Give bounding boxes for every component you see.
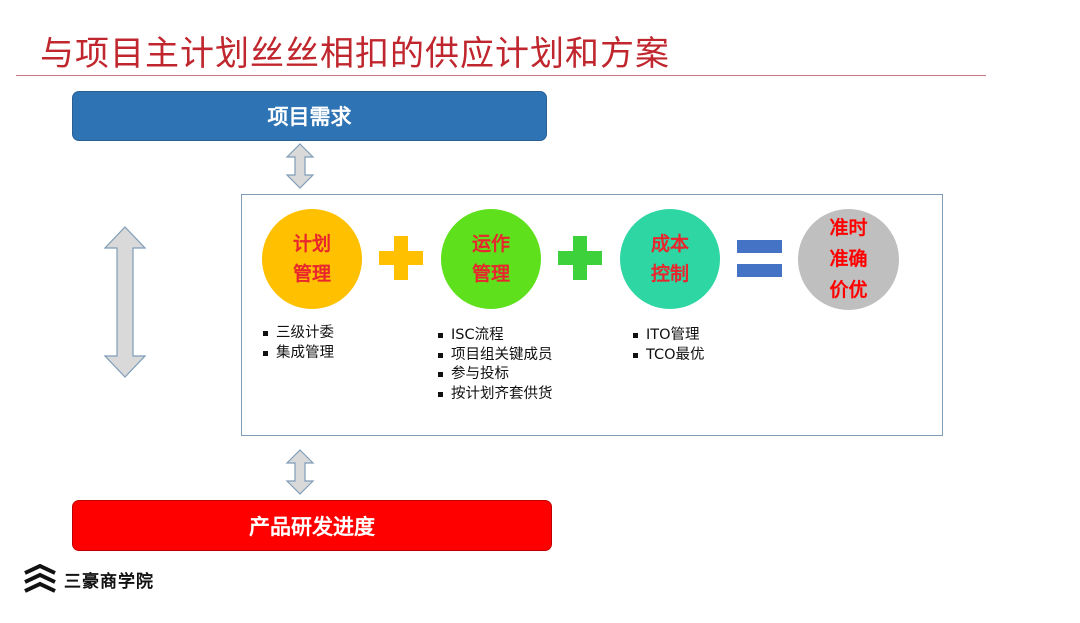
circle-text: 管理	[471, 263, 510, 285]
stacked-chevrons-icon	[24, 564, 56, 593]
brand-logo: 三豪商学院	[22, 564, 154, 594]
logo-text: 三豪商学院	[64, 571, 154, 592]
list-item: 集成管理	[263, 344, 334, 364]
equals-icon	[737, 240, 782, 277]
list-item: ITO管理	[633, 326, 705, 346]
circle-text: 准时	[829, 217, 868, 239]
plan-management-list: 三级计委 集成管理	[263, 324, 334, 363]
result-circle: 准时 准确 价优	[798, 209, 899, 310]
circle-text: 准确	[829, 248, 868, 270]
list-item: 三级计委	[263, 324, 334, 344]
plan-management-circle: 计划 管理	[262, 209, 362, 309]
project-demand-label: 项目需求	[267, 105, 352, 129]
list-item: 项目组关键成员	[438, 346, 553, 366]
list-item: ISC流程	[438, 326, 553, 346]
circle-text: 管理	[292, 263, 331, 285]
list-item: 参与投标	[438, 365, 553, 385]
circle-text: 运作	[471, 233, 510, 255]
product-rd-progress-box: 产品研发进度	[72, 500, 552, 551]
product-rd-progress-label: 产品研发进度	[249, 514, 375, 539]
operation-management-list: ISC流程 项目组关键成员 参与投标 按计划齐套供货	[438, 326, 553, 404]
cost-control-list: ITO管理 TCO最优	[633, 326, 705, 365]
project-demand-box: 项目需求	[72, 91, 547, 141]
double-arrow-bottom-icon	[285, 449, 315, 495]
circle-text: 成本	[650, 233, 689, 255]
plus-icon	[558, 236, 602, 280]
double-arrow-left-icon	[104, 226, 146, 378]
title-divider	[16, 75, 986, 76]
plus-icon	[379, 236, 423, 280]
operation-management-circle: 运作 管理	[441, 209, 541, 309]
circle-text: 计划	[292, 233, 331, 255]
double-arrow-top-icon	[285, 143, 315, 189]
list-item: TCO最优	[633, 346, 705, 366]
page-title: 与项目主计划丝丝相扣的供应计划和方案	[40, 34, 670, 74]
circle-text: 控制	[650, 263, 689, 285]
list-item: 按计划齐套供货	[438, 385, 553, 405]
circle-text: 价优	[829, 279, 868, 301]
cost-control-circle: 成本 控制	[620, 209, 720, 309]
